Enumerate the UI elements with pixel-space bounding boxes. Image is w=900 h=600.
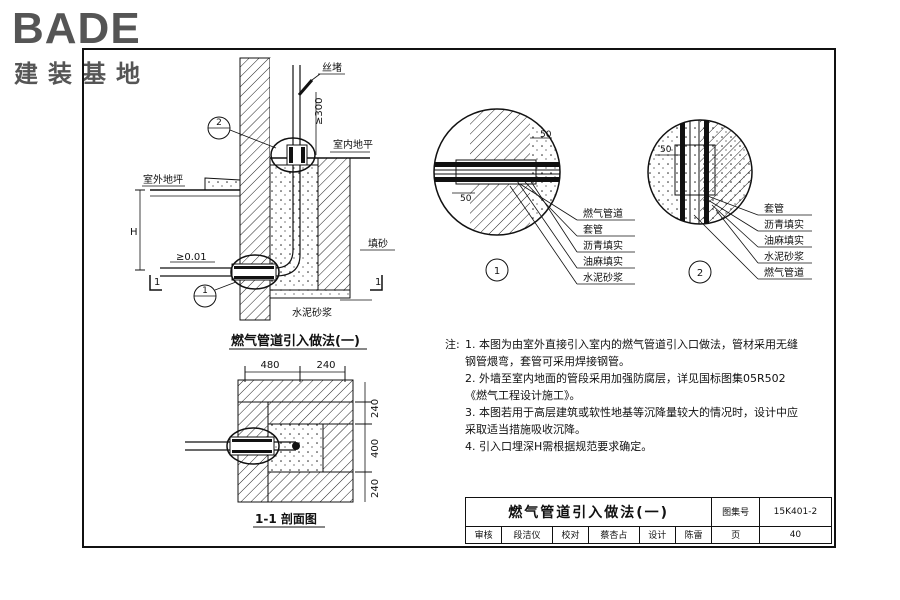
page-number: 40 [758,525,833,545]
view-title: 燃气管道引入做法(一) [231,333,360,349]
section-mark-right: 1 [375,277,381,288]
outdoor-ground-label: 室外地坪 [143,173,183,186]
section-view [185,366,372,503]
indoor-floor-label: 室内地平 [333,138,373,151]
reviewer-name: 段洁仪 [501,525,553,545]
callout-2-label: 2 [216,118,222,128]
elevation-view [135,57,395,321]
note-item: 4. 引入口埋深H需根据规范要求确定。 [465,440,653,453]
dim-480: 480 [260,360,279,371]
d1-leader-1: 套管 [583,223,603,236]
detail-2 [647,119,812,284]
designer-name: 陈雷 [674,525,713,545]
d1-leader-4: 水泥砂浆 [583,271,623,284]
checker-name: 蔡杏占 [588,525,640,545]
plug-label: 丝堵 [322,61,342,74]
slope-label: ≥0.01 [176,252,207,263]
callout-1-label: 1 [202,286,208,296]
d2-number: 2 [697,268,703,279]
bade-logo: BADE 建装基地 [12,4,182,88]
note-item: 1. 本图为由室外直接引入室内的燃气管道引入口做法，管材采用无缝钢管煨弯，套管可… [465,338,798,368]
d1-dim-bottom: 50 [460,194,472,204]
d1-leader-0: 燃气管道 [583,207,623,220]
section-labels: 480 240 240 400 240 1-1 剖面图 [253,360,381,528]
dim-240-r1: 240 [370,399,381,418]
review-label: 审核 [464,525,503,545]
d1-leader-3: 油麻填实 [583,255,623,268]
atlas-number: 15K401-2 [758,497,833,527]
title-block-title: 燃气管道引入做法(一) [464,497,713,527]
d2-leader-1: 沥青填实 [764,218,804,231]
d2-dim: 50 [660,145,672,155]
dim-240-r2: 240 [370,479,381,498]
section-mark-left: 1 [154,277,160,288]
d2-leader-2: 油麻填实 [764,234,804,247]
d2-leader-3: 水泥砂浆 [764,250,804,263]
note-item: 2. 外墙至室内地面的管段采用加强防腐层，详见国标图集05R502《燃气工程设计… [465,372,786,402]
drawing-sheet [82,48,836,548]
dim-400: 400 [370,439,381,458]
depth-h-label: H [130,227,138,238]
notes-block: 注: 1. 本图为由室外直接引入室内的燃气管道引入口做法，管材采用无缝钢管煨弯，… [445,336,805,455]
cement-mortar-label: 水泥砂浆 [292,306,332,319]
detail-1 [433,108,635,285]
d2-leader-4: 燃气管道 [764,266,804,279]
note-item: 3. 本图若用于高层建筑或软性地基等沉降量较大的情况时，设计中应采取适当措施吸收… [465,406,798,436]
notes-list: 1. 本图为由室外直接引入室内的燃气管道引入口做法，管材采用无缝钢管煨弯，套管可… [465,336,805,455]
dim-240-top: 240 [316,360,335,371]
detail-2-labels: 50 2 套管 沥青填实 油麻填实 水泥砂浆 燃气管道 [660,145,804,279]
d1-dim-top: 50 [540,130,552,140]
design-label: 设计 [638,525,676,545]
d2-leader-0: 套管 [764,202,784,215]
check-label: 校对 [551,525,590,545]
atlas-label: 图集号 [711,497,760,527]
section-title: 1-1 剖面图 [255,511,317,526]
logo-subtitle: 建装基地 [14,60,150,88]
fill-sand-label: 填砂 [368,237,388,250]
elevation-labels: 丝堵 ≥300 室内地平 室外地坪 H ≥0.01 填砂 水泥砂浆 2 1 1 … [130,61,388,350]
logo-brand: BADE [12,4,141,53]
page-label: 页 [711,525,760,545]
title-block: 燃气管道引入做法(一) 图集号 15K401-2 审核 段洁仪 校对 蔡杏占 设… [464,497,833,545]
dim-300-label: ≥300 [314,98,325,125]
d1-leader-2: 沥青填实 [583,239,623,252]
detail-1-labels: 50 50 1 燃气管道 套管 沥青填实 油麻填实 水泥砂浆 [460,130,623,284]
notes-label: 注: [445,338,460,351]
d1-number: 1 [494,266,500,277]
